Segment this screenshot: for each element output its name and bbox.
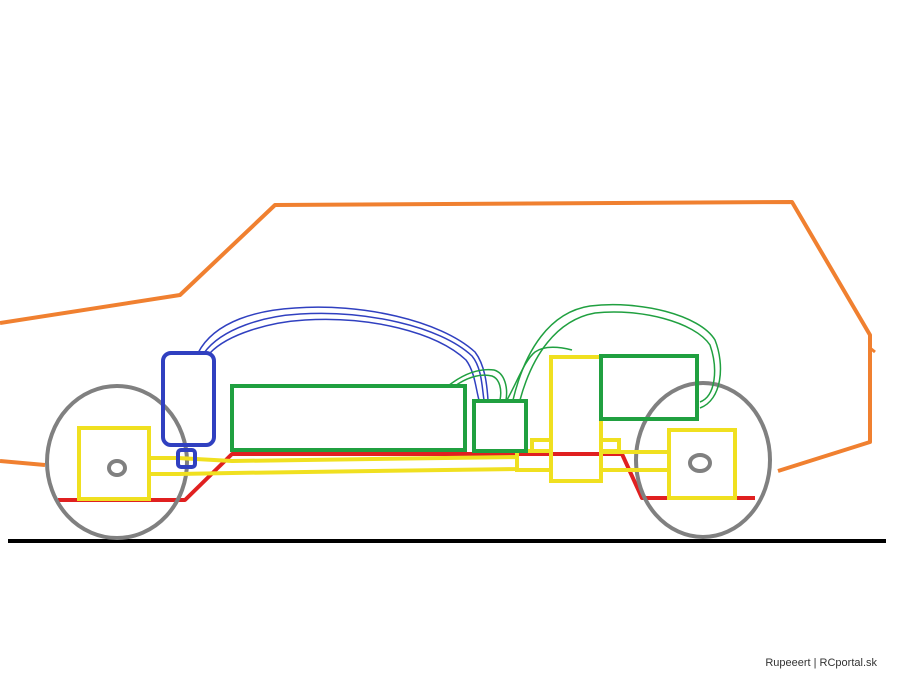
motor-spacer bbox=[515, 449, 553, 472]
body-outline-detail bbox=[869, 346, 876, 354]
body-outline bbox=[0, 200, 872, 473]
front-wheel-hub bbox=[107, 459, 127, 477]
green-battery bbox=[230, 384, 467, 452]
frame bbox=[77, 355, 737, 501]
front-wheel bbox=[45, 384, 189, 540]
rear-wheel bbox=[634, 381, 772, 539]
front-axle-box bbox=[77, 426, 151, 501]
frame-rails bbox=[149, 454, 519, 476]
rear-axle-box bbox=[667, 428, 737, 500]
chassis-rail bbox=[58, 452, 755, 502]
green-components bbox=[230, 354, 699, 453]
blue-receiver bbox=[161, 351, 216, 447]
credit-text: Rupeeert | RCportal.sk bbox=[765, 657, 877, 669]
green-esc bbox=[472, 399, 528, 453]
blue-components bbox=[161, 351, 216, 469]
rear-wheel-hub bbox=[688, 453, 712, 473]
motor-mount bbox=[549, 355, 603, 483]
blue-servo bbox=[176, 448, 197, 469]
green-rear-box bbox=[599, 354, 699, 421]
green-wiring bbox=[447, 303, 722, 409]
gear-link-right bbox=[599, 438, 621, 453]
